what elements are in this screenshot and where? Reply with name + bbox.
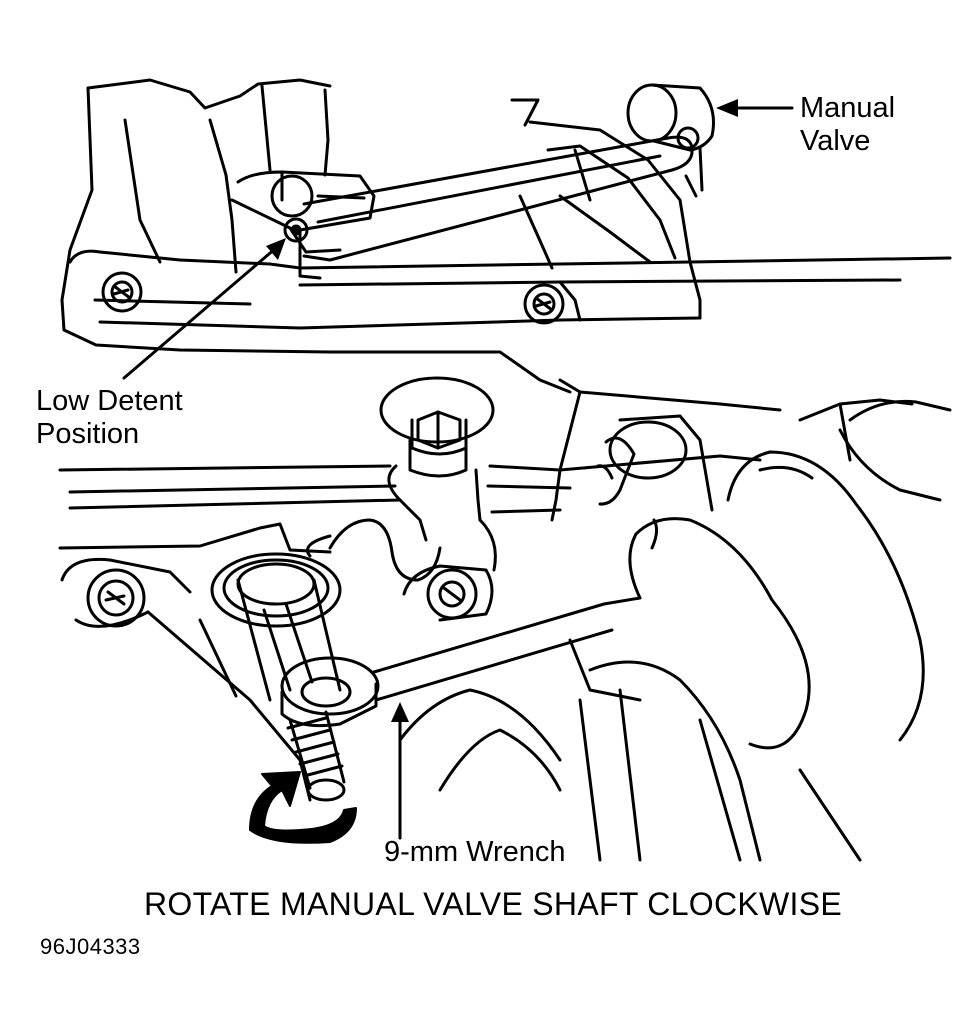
manual-valve-label-line2: Valve xyxy=(800,125,871,157)
arrowhead-icon xyxy=(716,99,738,117)
nine-mm-wrench xyxy=(280,596,642,728)
arrowhead-icon xyxy=(266,238,286,260)
clockwise-rotation-arrow-icon xyxy=(249,771,357,844)
upper-valve-body xyxy=(60,78,952,394)
low-detent-label-line2: Position xyxy=(36,418,140,450)
leader-arrows xyxy=(122,99,794,840)
lower-valve-body xyxy=(58,378,914,862)
detent-lever-bolt xyxy=(306,376,497,582)
figure-caption: ROTATE MANUAL VALVE SHAFT CLOCKWISE xyxy=(143,886,843,922)
hand-illustration xyxy=(588,399,952,862)
manual-valve-shaft xyxy=(210,552,346,802)
arrowhead-icon xyxy=(391,702,409,722)
manual-valve-label-line1: Manual xyxy=(800,92,896,124)
low-detent-position-label: Low Detent Position xyxy=(36,385,183,451)
low-detent-label-line1: Low Detent xyxy=(36,385,183,417)
manual-valve-label: Manual Valve xyxy=(800,92,895,158)
figure-id: 96J04333 xyxy=(40,934,141,959)
wrench-label: 9-mm Wrench xyxy=(384,836,566,868)
